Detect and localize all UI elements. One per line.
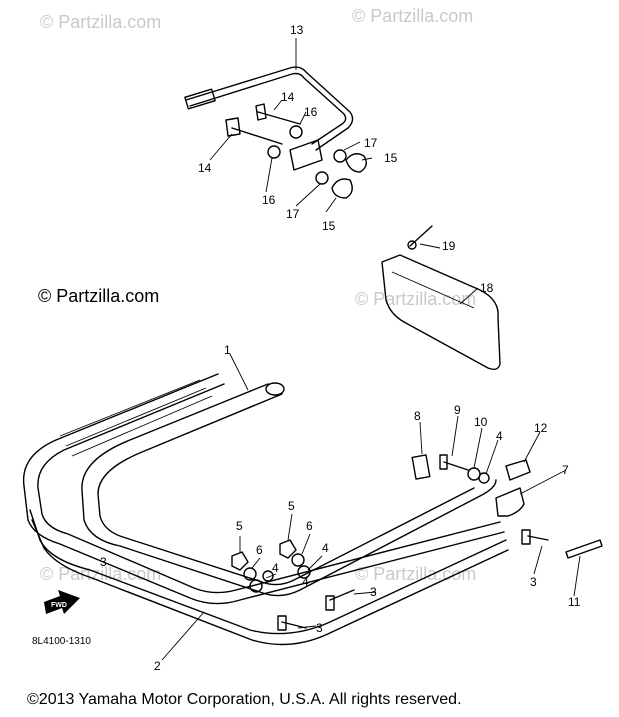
clip-part-12: [505, 459, 531, 481]
copyright-notice: ©2013 Yamaha Motor Corporation, U.S.A. A…: [27, 691, 462, 708]
bolt-part-14-lower: [225, 117, 283, 145]
nut-part-5-left: [231, 551, 249, 571]
bar-bracket: [289, 139, 323, 171]
frame-rail-part-1: [81, 382, 497, 597]
bolt-part-3-mid: [325, 589, 355, 611]
plate-part-18: [381, 254, 501, 371]
callout-3-mid: 3: [370, 585, 377, 599]
diagram-code: 8L4100-1310: [32, 636, 91, 647]
callout-13: 13: [290, 23, 304, 37]
callout-17-upper: 17: [364, 136, 378, 150]
callout-2: 2: [154, 659, 161, 673]
callout-3-left: 3: [316, 621, 323, 635]
callout-18: 18: [480, 281, 494, 295]
strip-part-11: [565, 539, 603, 559]
callout-7: 7: [562, 463, 569, 477]
callout-4-low: 4: [302, 575, 309, 589]
nut-part-4-mid: [297, 565, 311, 579]
callout-17-lower: 17: [286, 207, 300, 221]
bolt-part-19: [407, 225, 433, 250]
callout-14-lower: 14: [198, 161, 212, 175]
bottom-rail-part-2: [29, 509, 509, 646]
callout-1: 1: [224, 343, 231, 357]
nut-part-15-upper: [345, 153, 367, 173]
washer-part-10: [467, 467, 481, 481]
washer-part-6-mid: [291, 553, 305, 567]
callout-16-lower: 16: [262, 193, 276, 207]
watermark-top-right: © Partzilla.com: [352, 6, 473, 26]
callout-4-left: 4: [272, 561, 279, 575]
callout-3-right: 3: [530, 575, 537, 589]
nut-part-4-lowmid: [262, 570, 274, 582]
callout-15-upper: 15: [384, 151, 398, 165]
nut-part-5-mid: [279, 539, 297, 559]
leader-lines: [161, 38, 581, 661]
washer-part-6-left: [243, 567, 257, 581]
callout-19: 19: [442, 239, 456, 253]
callout-4-mid: 4: [322, 541, 329, 555]
watermarks: © Partzilla.com © Partzilla.com © Partzi…: [38, 6, 476, 584]
callout-5-mid: 5: [288, 499, 295, 513]
callout-5-left: 5: [236, 519, 243, 533]
watermark-top-left: © Partzilla.com: [40, 12, 161, 32]
fwd-label: FWD: [51, 602, 67, 609]
callout-6-mid: 6: [306, 519, 313, 533]
washer-part-17-upper: [333, 149, 347, 163]
callout-11: 11: [568, 595, 581, 609]
forward-arrow: FWD: [44, 590, 80, 614]
callout-labels: 13 14 16 14 16 17 15 17 15 19 18 1 2 8 9…: [100, 23, 581, 673]
grab-bar-part-13: [184, 66, 354, 151]
nut-part-4-right: [478, 472, 490, 484]
nut-part-4-left: [249, 579, 263, 593]
callout-10: 10: [474, 415, 488, 429]
watermark-center-left: © Partzilla.com: [38, 286, 159, 306]
bracket-part-8: [411, 454, 431, 480]
watermark-center-right: © Partzilla.com: [355, 289, 476, 309]
bolt-part-9: [439, 454, 469, 471]
callout-12: 12: [534, 421, 548, 435]
nut-part-15-lower: [331, 178, 353, 199]
callout-6-left: 6: [256, 543, 263, 557]
callout-8: 8: [414, 409, 421, 423]
bolt-part-3-left: [277, 615, 307, 631]
callout-15-lower: 15: [322, 219, 336, 233]
bolt-part-3-right: [521, 529, 549, 545]
callout-14-upper: 14: [281, 90, 295, 104]
bolt-part-14-upper: [255, 103, 301, 125]
callout-9: 9: [454, 403, 461, 417]
callout-4-right: 4: [496, 429, 503, 443]
bracket-part-7: [495, 487, 525, 517]
callout-3-frame-left: 3: [100, 555, 107, 569]
callout-16-upper: 16: [304, 105, 318, 119]
washer-part-17-lower: [315, 171, 329, 185]
washer-part-16-lower: [267, 145, 281, 159]
washer-part-16-upper: [289, 125, 303, 139]
